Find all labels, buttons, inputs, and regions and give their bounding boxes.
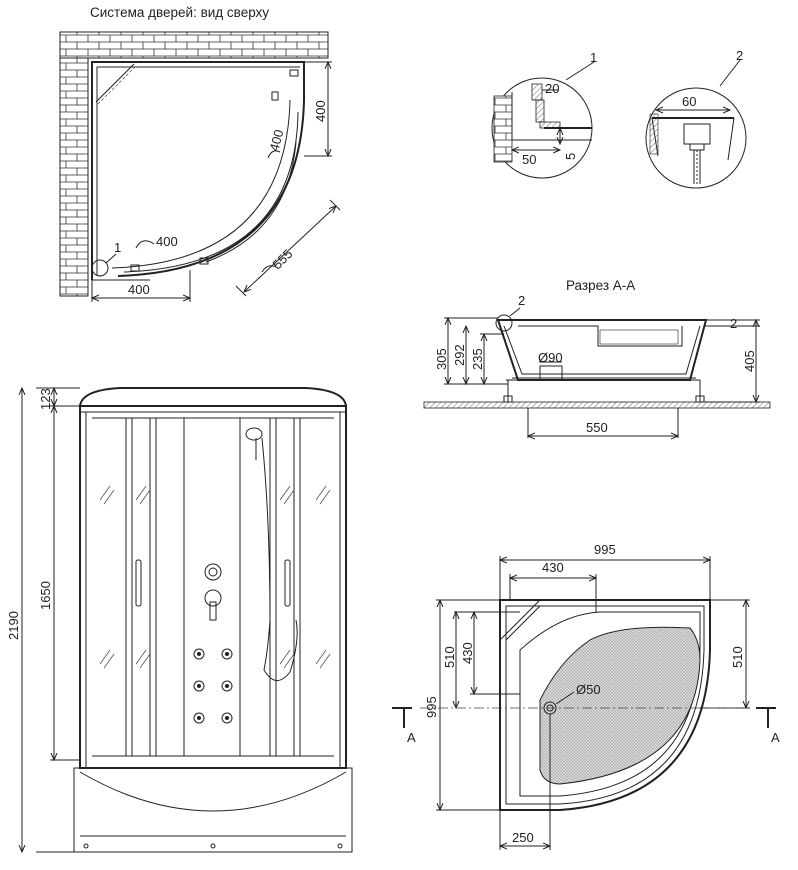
dim-h292: 292 <box>452 344 467 366</box>
floor <box>423 401 771 409</box>
section-aa: Разрез А-А 2 305 292 235 Ø90 2 <box>423 278 771 438</box>
dim-h995: 995 <box>424 696 439 718</box>
dim-123: 123 <box>38 388 53 410</box>
left-door-handle <box>135 559 142 607</box>
cabin-body <box>79 405 347 769</box>
detail-2-circle <box>645 87 747 189</box>
brick-wall-left <box>59 57 89 297</box>
dim-diagonal: 555 <box>270 246 296 272</box>
dim-bottom: 400 <box>128 282 150 297</box>
section-mark-left: A <box>407 730 416 745</box>
detail-2-label: 2 <box>736 48 743 63</box>
curved-glass-outer <box>117 99 305 277</box>
detail-1: 20 50 5 1 <box>491 50 597 179</box>
right-door-handle <box>284 559 291 607</box>
door-swing-arc <box>205 141 297 263</box>
callout-circle-1 <box>91 259 109 277</box>
dim-1650: 1650 <box>38 581 53 610</box>
tray-outline <box>499 599 711 811</box>
tray-section-outline <box>496 319 708 381</box>
tray-basin-floor <box>539 626 701 785</box>
front-view: 123 1650 2190 <box>6 387 353 853</box>
dim-dia50: Ø50 <box>576 682 601 697</box>
dim-h235: 235 <box>470 348 485 370</box>
callout-2-label: 2 <box>518 293 525 308</box>
dim-h510-left: 510 <box>442 646 457 668</box>
detail-2-dim-60: 60 <box>682 94 696 109</box>
callout-1-label: 1 <box>114 240 121 255</box>
top-view-title: Система дверей: вид сверху <box>90 5 269 20</box>
top-view: Система дверей: вид сверху 1 400 400 <box>59 5 341 302</box>
dim-2190: 2190 <box>6 611 21 640</box>
cabin-roof <box>79 387 347 407</box>
shower-head-icon <box>245 427 263 441</box>
brick-wall-top <box>59 31 329 59</box>
cabin-frame <box>91 61 305 280</box>
dim-h510-right: 510 <box>730 646 745 668</box>
dim-w430: 430 <box>542 560 564 575</box>
detail-1-dim-5: 5 <box>563 153 578 160</box>
dim-wall-right: 400 <box>313 100 328 122</box>
mixer-knob-icon <box>204 589 222 607</box>
thermostat-knob-icon <box>204 563 222 581</box>
dim-w250: 250 <box>512 830 534 845</box>
tray-front <box>73 767 353 853</box>
section-aa-title: Разрез А-А <box>566 278 635 293</box>
detail-1-dim-20: 20 <box>545 81 559 96</box>
dim-door-a: 400 <box>266 128 286 153</box>
detail-2: 60 2 <box>645 48 747 189</box>
dim-door-b: 400 <box>156 234 178 249</box>
detail-1-label: 1 <box>590 50 597 65</box>
dim-h405: 405 <box>742 350 757 372</box>
section-mark-right: A <box>771 730 780 745</box>
dim-h305: 305 <box>434 348 449 370</box>
massage-jets <box>193 648 233 724</box>
detail-1-dim-50: 50 <box>522 152 536 167</box>
tray-plan: Ø50 995 430 510 430 995 510 A A <box>392 542 780 850</box>
callout-circle-2 <box>495 314 513 332</box>
dim-h430: 430 <box>460 642 475 664</box>
dim-dia90: Ø90 <box>538 350 563 365</box>
dim-w550: 550 <box>586 420 608 435</box>
dim-h2: 2 <box>730 316 737 331</box>
dim-w995: 995 <box>594 542 616 557</box>
